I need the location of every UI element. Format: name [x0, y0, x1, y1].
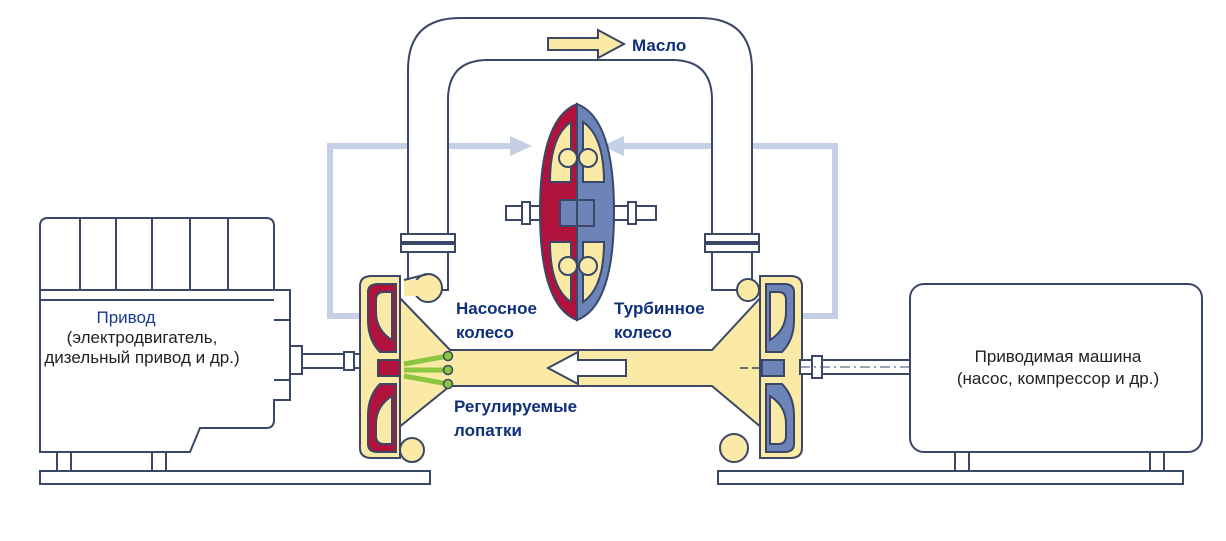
right-base-rail	[717, 470, 1184, 485]
guide-vane-pivot-1	[442, 350, 454, 362]
pump-cavity-bottom	[375, 394, 393, 445]
left-circuit-arrowhead	[510, 136, 532, 156]
machine-foot-right	[1149, 451, 1165, 472]
drive-subtitle-line1: (электродвигатель,	[67, 328, 218, 347]
turbine-hub	[761, 359, 785, 377]
turbine-wheel-label-line2: колесо	[614, 323, 672, 342]
drive-foot-left	[56, 451, 72, 472]
right-circuit-arrowhead	[602, 136, 624, 156]
turbine-bottom-bulb	[719, 433, 749, 463]
oil-label: Масло	[632, 36, 686, 55]
guide-vanes-label-line2: лопатки	[454, 421, 522, 440]
turbine-top-bulb	[736, 278, 760, 302]
guide-vane-pivot-3	[442, 378, 454, 390]
turbine-wheel	[719, 275, 803, 463]
motor-shaft-coupler	[289, 345, 303, 375]
driven-machine-title: Приводимая машина	[975, 347, 1142, 366]
machine-foot-left	[954, 451, 970, 472]
pump-wheel	[359, 273, 443, 463]
right-pipe-flange-1	[704, 233, 760, 243]
input-shaft-flange	[343, 351, 355, 371]
drive-foot-right	[151, 451, 167, 472]
right-pipe-flange-2	[704, 243, 760, 253]
return-flow-arrow	[545, 350, 627, 386]
coupling-cross-section	[505, 102, 657, 322]
guide-vanes	[403, 350, 454, 390]
pump-wheel-label-line2: колесо	[456, 323, 514, 342]
drive-motor	[39, 217, 303, 453]
pump-wheel-label-line1: Насосное	[456, 299, 537, 318]
left-pipe-flange-2	[400, 243, 456, 253]
guide-vane-pivot-2	[442, 364, 454, 376]
oil-flow-arrow	[547, 28, 627, 60]
driven-machine-subtitle: (насос, компрессор и др.)	[957, 369, 1159, 388]
left-base-rail	[39, 470, 431, 485]
pump-hub	[377, 359, 401, 377]
turbine-wheel-label-line1: Турбинное	[614, 299, 705, 318]
left-pipe-flange-1	[400, 233, 456, 243]
pump-bottom-bulb	[399, 437, 425, 463]
pump-cavity-top	[375, 291, 393, 342]
driven-machine	[909, 283, 1203, 453]
drive-subtitle-line2: дизельный привод и др.)	[44, 348, 239, 367]
guide-vanes-label-line1: Регулируемые	[454, 397, 577, 416]
drive-title: Привод	[96, 308, 155, 327]
